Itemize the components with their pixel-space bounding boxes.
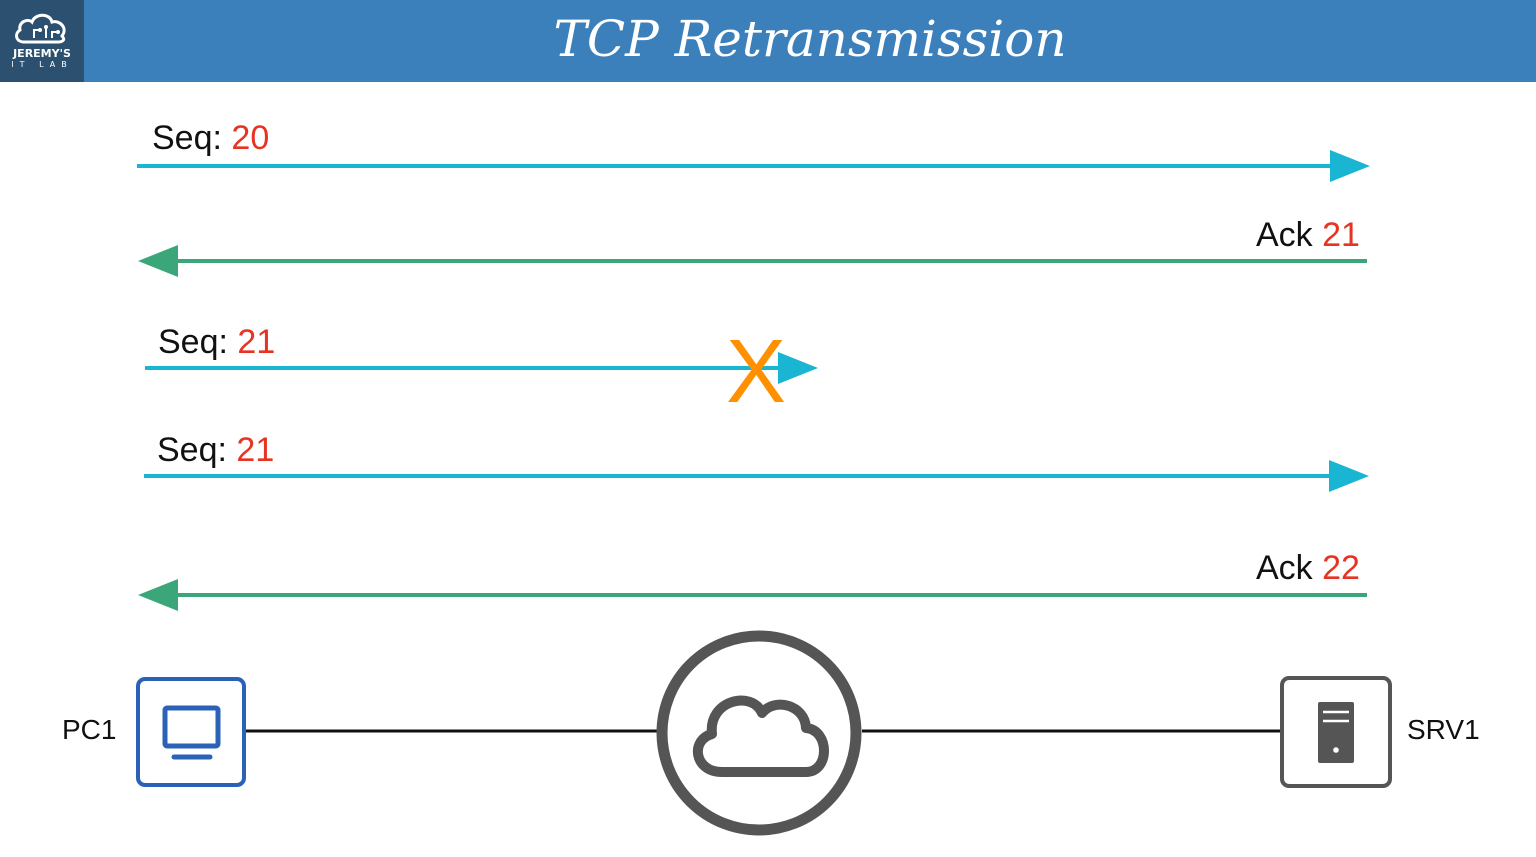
message-number: 20 xyxy=(231,119,270,157)
message-number: 21 xyxy=(237,323,276,361)
message-number: 21 xyxy=(1322,216,1360,254)
srv1-label: SRV1 xyxy=(1407,714,1480,745)
server-icon xyxy=(1280,676,1392,788)
lost-packet-x-icon: X xyxy=(726,322,786,422)
message-label-4: Seq: 21 xyxy=(157,430,274,470)
message-type: Seq: xyxy=(152,119,222,157)
logo-text-line1: JEREMY'S xyxy=(13,47,71,60)
message-label-3: Seq: 21 xyxy=(158,322,275,362)
message-type: Ack xyxy=(1256,216,1313,254)
message-type: Seq: xyxy=(157,431,227,469)
message-number: 22 xyxy=(1322,549,1360,587)
jeremys-it-lab-logo: JEREMY'S IT LAB xyxy=(0,0,84,82)
pc-icon xyxy=(136,677,246,787)
message-label-5: Ack 22 xyxy=(1256,548,1360,588)
page-title: TCP Retransmission xyxy=(553,10,1067,68)
cloud-icon xyxy=(656,630,862,836)
logo-text-line2: IT LAB xyxy=(11,60,73,69)
message-label-1: Seq: 20 xyxy=(152,118,269,158)
logo-cloud-icon xyxy=(15,13,66,44)
message-label-2: Ack 21 xyxy=(1256,215,1360,255)
title-bar: JEREMY'S IT LAB TCP Retransmission xyxy=(0,0,1536,82)
message-number: 21 xyxy=(236,431,275,469)
pc1-label: PC1 xyxy=(62,714,117,745)
message-type: Ack xyxy=(1256,549,1313,587)
message-type: Seq: xyxy=(158,323,228,361)
